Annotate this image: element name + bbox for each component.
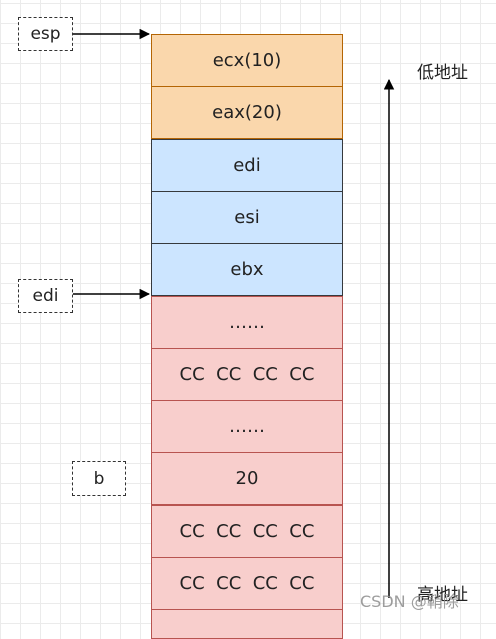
high-address-label: 高地址 — [417, 585, 468, 605]
stack-cell-cc-fill-3: CC CC CC CC — [151, 557, 343, 610]
b-variable-label: b — [72, 461, 126, 496]
stack-cell-ellipsis-upper: …… — [151, 296, 343, 349]
stack-cell-ecx: ecx(10) — [151, 34, 343, 87]
low-address-label: 低地址 — [417, 63, 468, 83]
stack-cell-local-b: 20 — [151, 452, 343, 505]
stack-cell-cc-fill-2: CC CC CC CC — [151, 505, 343, 558]
stack-cell-eax: eax(20) — [151, 86, 343, 139]
stack-cell-edi: edi — [151, 139, 343, 192]
esp-pointer-label: esp — [18, 17, 73, 51]
stack-cell-ebx: ebx — [151, 243, 343, 296]
stack-diagram: ecx(10) eax(20) edi esi ebx …… CC CC CC … — [18, 17, 468, 639]
csdn-watermark: CSDN @鞘除 — [360, 592, 459, 611]
stack-cell-ellipsis-lower: …… — [151, 400, 343, 453]
stack-cell-cc-fill-1: CC CC CC CC — [151, 348, 343, 401]
arrows-layer — [73, 28, 395, 598]
edi-pointer-label: edi — [18, 279, 73, 313]
